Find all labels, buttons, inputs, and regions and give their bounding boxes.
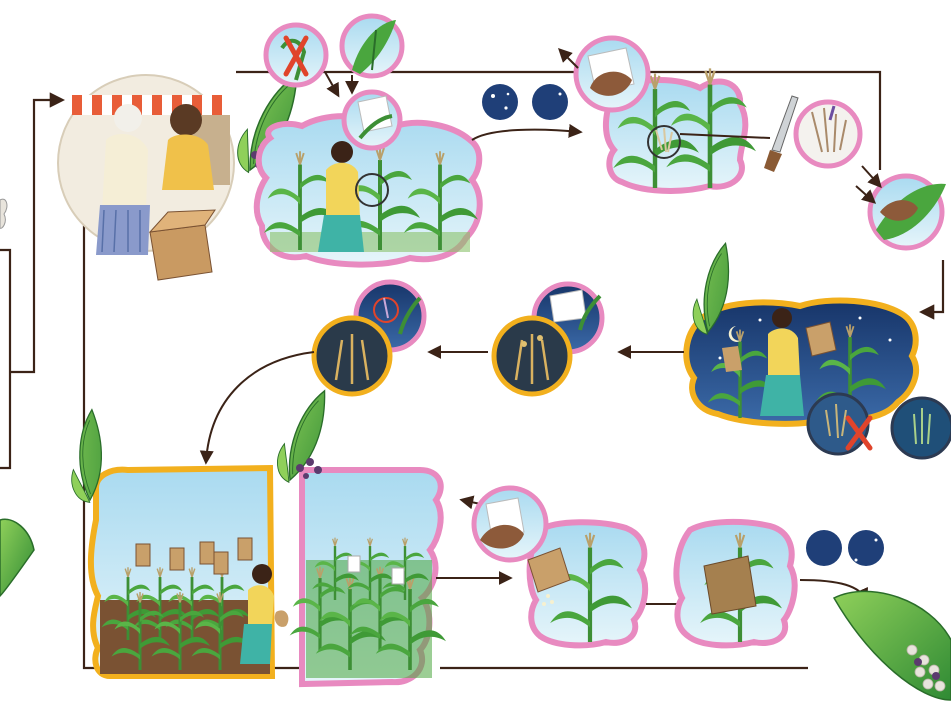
incoming-arrow <box>0 100 62 468</box>
field-scene-bagged-plants <box>91 468 288 676</box>
inset-tassel-night <box>314 318 390 394</box>
field-scene-night-bagging <box>686 300 916 423</box>
night-icon-top <box>482 84 568 120</box>
inset-hand-pollen <box>474 488 546 560</box>
field-scene-bagged-ear <box>676 522 794 645</box>
inset-dry-tassel-no <box>808 394 870 454</box>
night-icon-bottom <box>806 530 884 566</box>
corn-silk-fragment <box>0 199 7 228</box>
inset-tassel-no <box>266 25 326 85</box>
field-scene-mature-crop <box>290 470 446 684</box>
corn-cob-large <box>834 591 951 700</box>
inset-pollen-tassel-b <box>494 318 570 394</box>
inset-tassel-detail <box>796 102 860 166</box>
knife-icon <box>764 96 798 172</box>
inset-fresh-tassel <box>892 398 951 458</box>
inset-hand-leaf <box>870 176 946 248</box>
inset-bag-tassel <box>344 92 400 148</box>
inset-hand-bag <box>576 38 648 110</box>
inset-leaf <box>342 16 402 76</box>
field-scene-pouring-pollen <box>528 522 645 645</box>
corn-cob-icon <box>0 519 34 596</box>
